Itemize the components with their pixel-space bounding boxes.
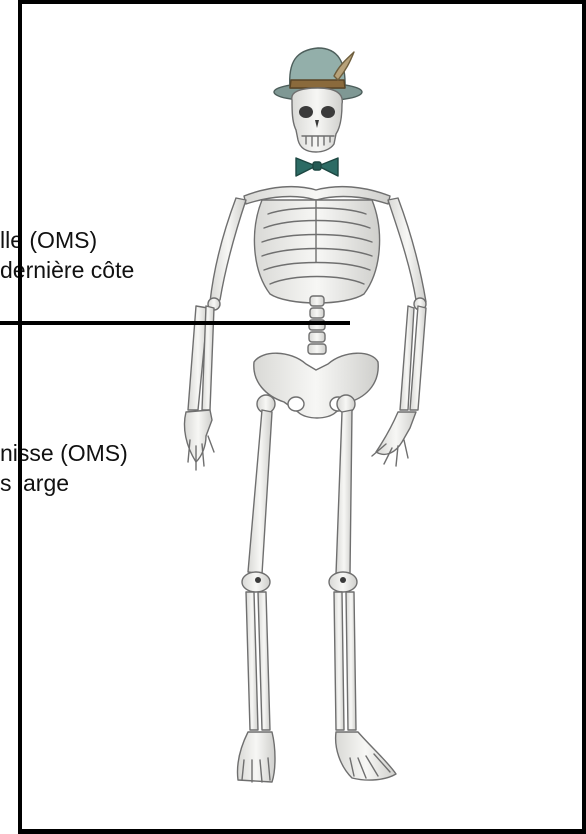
waist-divider-line <box>0 321 350 325</box>
crop-frame <box>18 0 586 834</box>
